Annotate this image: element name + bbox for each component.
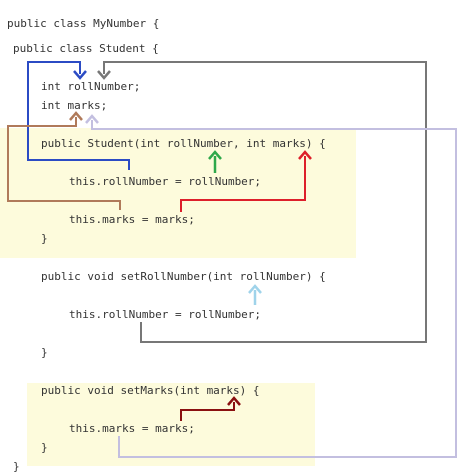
blue-connector: [27, 61, 130, 170]
lavender-arrowhead: [85, 114, 99, 124]
field-marks: int marks;: [41, 99, 108, 112]
brown-arrowhead: [69, 111, 83, 121]
dark-red-arrowhead: [227, 396, 241, 406]
setmarks-assign: this.marks = marks;: [69, 422, 195, 435]
brown-connector: [7, 117, 121, 210]
constructor-signature: public Student(int rollNumber, int marks…: [41, 137, 326, 150]
lavender-connector: [91, 120, 457, 458]
constructor-assign-roll: this.rollNumber = rollNumber;: [69, 175, 262, 188]
red-arrowhead: [298, 150, 312, 160]
inner-class-declaration: public class Student {: [13, 42, 159, 55]
setmarks-highlight: [27, 383, 315, 466]
constructor-highlight: [0, 128, 356, 258]
setrollnumber-assign: this.rollNumber = rollNumber;: [69, 308, 262, 321]
field-roll-number: int rollNumber;: [41, 80, 141, 93]
green-arrowhead: [208, 150, 222, 160]
setmarks-close-brace: }: [41, 441, 48, 454]
setrollnumber-close-brace: }: [41, 346, 48, 359]
setrollnumber-signature: public void setRollNumber(int rollNumber…: [41, 270, 326, 283]
constructor-close-brace: }: [41, 232, 48, 245]
red-connector: [180, 156, 306, 212]
blue-arrowhead: [73, 70, 87, 80]
outer-class-close-brace: }: [13, 460, 20, 473]
gray-arrowhead: [97, 70, 111, 80]
outer-class-declaration: public class MyNumber {: [7, 17, 160, 30]
setmarks-signature: public void setMarks(int marks) {: [41, 384, 260, 397]
gray-connector: [103, 61, 427, 343]
constructor-assign-marks: this.marks = marks;: [69, 213, 195, 226]
light-blue-arrowhead: [248, 284, 262, 294]
dark-red-connector: [180, 402, 235, 421]
